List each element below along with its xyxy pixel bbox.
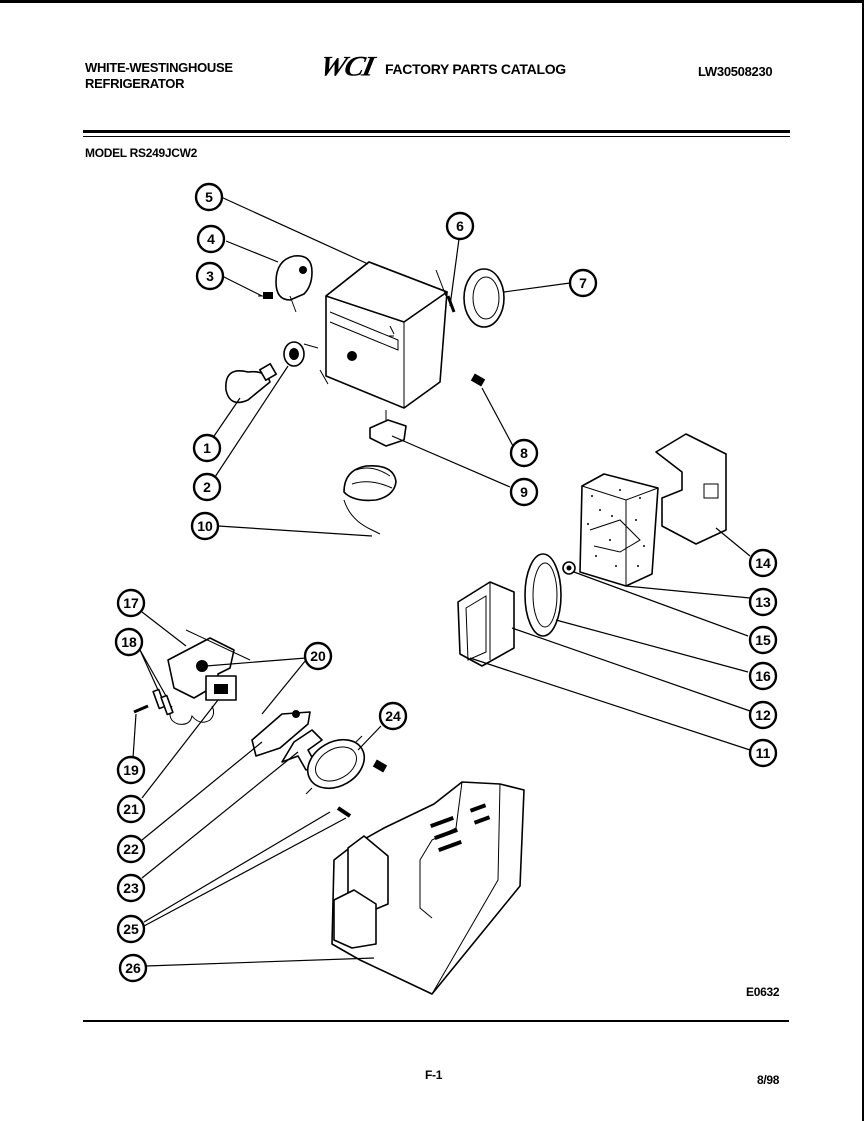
callout-11: 11 [748,738,778,768]
svg-text:12: 12 [755,707,771,723]
callout-22: 22 [116,834,146,864]
header-rule-thin [83,136,790,137]
wire-harness [343,465,397,535]
svg-text:11: 11 [756,745,771,761]
svg-text:4: 4 [207,231,215,247]
callout-24: 24 [378,701,408,731]
svg-text:15: 15 [755,632,771,648]
fan-bracket [251,710,311,757]
callout-19: 19 [116,755,146,785]
callout-20: 20 [303,641,333,671]
callout-25: 25 [116,914,146,944]
svg-text:23: 23 [123,880,139,896]
bracket-screw [133,704,149,714]
catalog-code: LW30508230 [698,64,773,79]
svg-text:21: 21 [123,801,139,817]
svg-text:6: 6 [456,218,464,234]
svg-text:7: 7 [579,275,587,291]
motor-mount-ring [305,735,388,795]
duct-frame [457,581,515,667]
footer-rule [83,1020,789,1022]
callout-9: 9 [509,477,539,507]
callout-16: 16 [748,661,778,691]
callout-3: 3 [195,261,225,291]
svg-text:10: 10 [197,518,213,534]
callout-5: 5 [194,182,224,212]
svg-text:9: 9 [520,484,528,500]
callout-15: 15 [748,625,778,655]
date-code: 8/98 [757,1073,780,1087]
callout-10: 10 [190,511,220,541]
insulation-block [579,473,659,587]
callout-17: 17 [116,588,146,618]
svg-text:2: 2 [203,479,211,495]
grommet [562,561,576,575]
svg-text:24: 24 [385,708,401,724]
svg-text:13: 13 [755,594,771,610]
svg-text:1: 1 [203,440,211,456]
svg-text:5: 5 [205,189,213,205]
svg-text:22: 22 [123,841,139,857]
callout-18: 18 [114,627,144,657]
brand-name: WHITE-WESTINGHOUSE [85,60,233,75]
fan-ring [524,553,562,637]
callout-1: 1 [192,433,222,463]
diagram-code: E0632 [746,985,780,999]
svg-text:14: 14 [755,555,771,571]
callout-8: 8 [509,438,539,468]
callout-12: 12 [748,700,778,730]
switch-part [275,255,313,313]
page-number: F-1 [425,1068,443,1082]
control-housing [319,261,448,409]
fan-housing [331,781,525,995]
header-rule [83,130,790,133]
svg-text:19: 19 [123,762,139,778]
mounting-screw [336,806,352,818]
svg-text:25: 25 [123,921,139,937]
screw-lower [470,373,486,387]
callout-23: 23 [116,873,146,903]
appliance-type: REFRIGERATOR [85,76,185,91]
damper-motor [169,675,237,725]
svg-text:17: 17 [123,595,139,611]
cover-panel [655,433,727,545]
catalog-title: FACTORY PARTS CATALOG [385,61,566,77]
callout-4: 4 [196,224,226,254]
svg-text:16: 16 [755,668,771,684]
callout-26: 26 [118,953,148,983]
screw [258,292,273,299]
svg-text:20: 20 [310,648,326,664]
svg-text:8: 8 [520,445,528,461]
callout-14: 14 [748,548,778,578]
light-bulb [225,363,277,404]
callout-21: 21 [116,794,146,824]
lamp-socket [283,341,319,367]
motor-bracket [369,410,407,447]
callout-2: 2 [192,472,222,502]
svg-text:18: 18 [121,634,137,650]
svg-text:3: 3 [206,268,214,284]
svg-text:26: 26 [125,960,141,976]
model-label: MODEL RS249JCW2 [85,146,197,160]
leader-lines [132,196,751,967]
clip [446,295,456,313]
spacer-clips [152,688,174,716]
callout-6: 6 [445,211,475,241]
gasket-ring [463,268,505,328]
callout-13: 13 [748,587,778,617]
callout-7: 7 [568,268,598,298]
